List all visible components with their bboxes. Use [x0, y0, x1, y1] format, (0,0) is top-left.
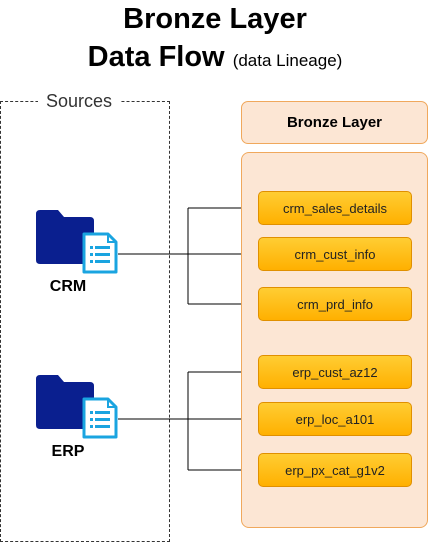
table-crm-sales-details[interactable]: crm_sales_details	[258, 191, 412, 225]
sources-label: Sources	[38, 90, 121, 112]
erp-connector	[118, 371, 258, 471]
erp-source-label: ERP	[51, 443, 85, 460]
bronze-layer-header: Bronze Layer	[241, 101, 428, 144]
table-erp-loc-a101[interactable]: erp_loc_a101	[258, 402, 412, 436]
table-crm-cust-info[interactable]: crm_cust_info	[258, 237, 412, 271]
table-erp-px-cat-g1v2[interactable]: erp_px_cat_g1v2	[258, 453, 412, 487]
title-line-1: Bronze Layer	[123, 3, 307, 35]
table-erp-cust-az12[interactable]: erp_cust_az12	[258, 355, 412, 389]
table-crm-prd-info[interactable]: crm_prd_info	[258, 287, 412, 321]
title-subtitle: (data Lineage)	[232, 51, 343, 70]
crm-connector	[118, 207, 258, 305]
crm-folder-icon[interactable]	[34, 208, 120, 274]
erp-folder-icon[interactable]	[34, 373, 120, 439]
crm-source-label: CRM	[49, 278, 87, 295]
title-line-2: Data Flow (data Lineage)	[0, 40, 430, 78]
title-main: Data Flow	[87, 41, 225, 73]
